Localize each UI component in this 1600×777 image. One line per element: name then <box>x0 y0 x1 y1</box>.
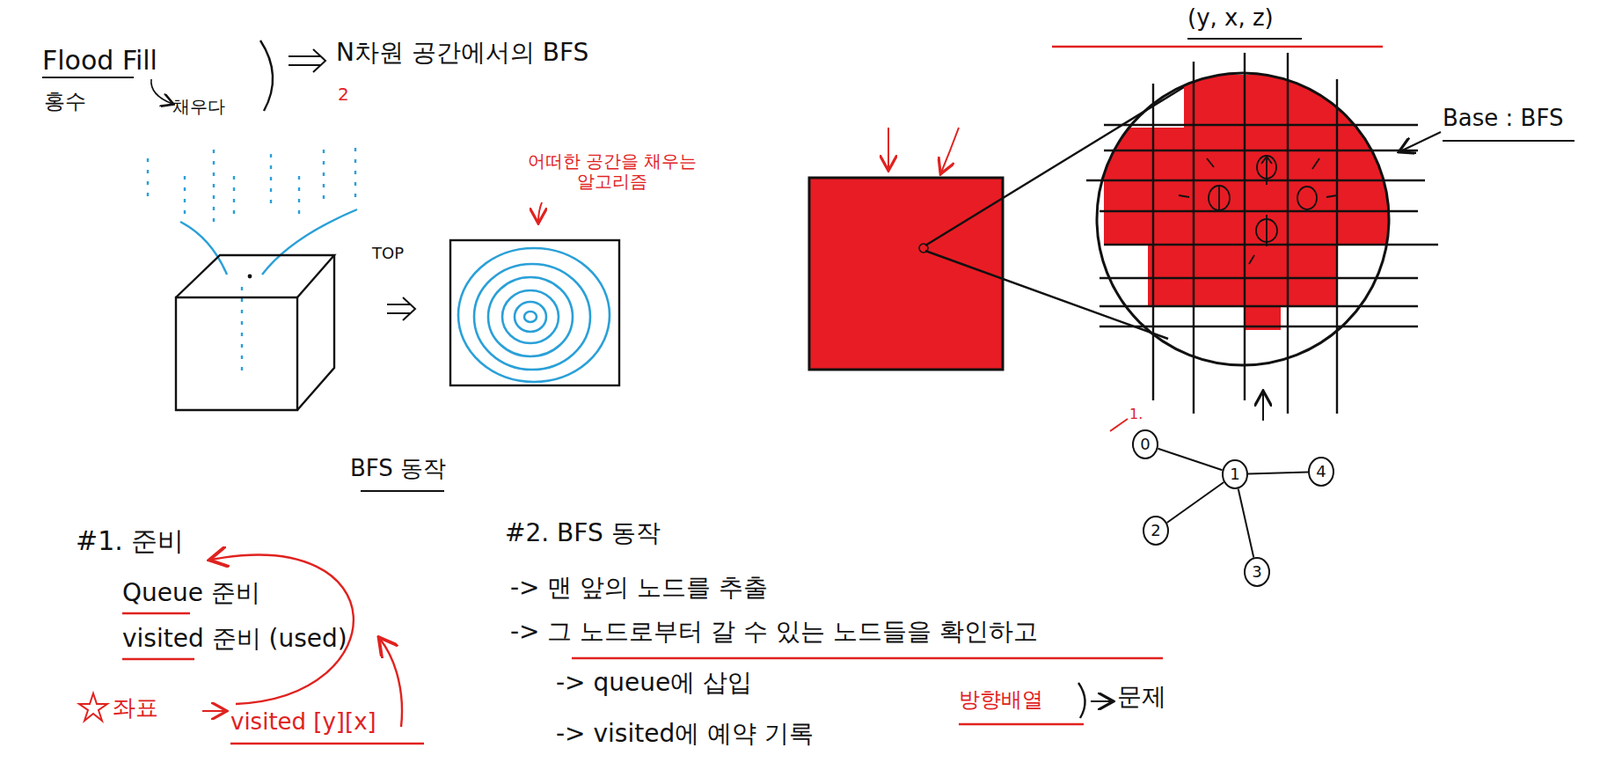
note-text: 1. <box>1129 406 1143 423</box>
note-text: 어떠한 공간을 채우는 알고리즘 <box>524 151 701 192</box>
up-arrow <box>1262 392 1264 421</box>
top-view <box>450 240 620 386</box>
underline <box>1187 37 1302 40</box>
note-text: BFS 동작 <box>350 455 446 483</box>
note-text: -> 맨 앞의 노드를 추출 <box>510 573 768 602</box>
ripples <box>458 248 610 382</box>
pointer-arrow <box>1400 131 1441 152</box>
red-underline <box>571 657 1163 659</box>
zoom-circle <box>1096 73 1389 366</box>
note-text: Queue 준비 <box>122 578 261 607</box>
graph-node: 3 <box>1243 556 1271 587</box>
red-loop <box>379 638 402 727</box>
node-number: 0 <box>1139 436 1150 453</box>
implies-arrow <box>288 49 326 73</box>
graph-edge <box>1157 448 1222 470</box>
note-text: 방향배열 <box>958 687 1044 713</box>
bracket <box>1078 682 1086 718</box>
graph-node: 0 <box>1132 429 1159 460</box>
note-text: 2 <box>337 84 350 105</box>
note-text: -> 그 노드로부터 갈 수 있는 노드들을 확인하고 <box>510 617 1038 646</box>
note-text: -> visited에 예약 기록 <box>555 719 814 748</box>
note-text: (y, x, z) <box>1187 5 1274 32</box>
node-number: 4 <box>1315 463 1326 480</box>
graph-node: 2 <box>1142 515 1169 546</box>
zoom-fill <box>1103 74 1395 330</box>
node-number: 2 <box>1150 522 1161 539</box>
arrow <box>1090 700 1112 702</box>
arrow <box>387 297 416 321</box>
note-text: Flood Fill <box>42 45 158 77</box>
red-underline <box>1052 45 1383 48</box>
red-arrow <box>538 202 542 222</box>
note-text: Base : BFS <box>1442 105 1564 132</box>
note-text: visited [y][x] <box>230 708 377 736</box>
red-tick <box>1110 418 1128 432</box>
note-text: TOP <box>372 244 404 264</box>
note-text: N차원 공간에서의 BFS <box>336 38 589 67</box>
node-number: 1 <box>1229 466 1240 483</box>
grid <box>1086 52 1439 414</box>
graph-edge <box>1238 488 1255 557</box>
note-text: 좌표 <box>112 694 159 722</box>
bracket <box>260 40 273 111</box>
note-text: -> queue에 삽입 <box>555 668 753 697</box>
star <box>79 693 108 721</box>
cube <box>175 255 335 410</box>
red-underline <box>122 613 424 744</box>
graph-node: 1 <box>1221 459 1249 490</box>
arrow <box>202 709 226 712</box>
neighbor-marks <box>1178 155 1337 264</box>
rain <box>147 147 356 374</box>
red-arrow <box>887 127 890 169</box>
red-arrow <box>941 127 959 173</box>
underline <box>360 489 445 492</box>
underline <box>1442 139 1575 142</box>
note-text: visited 준비 (used) <box>122 624 348 653</box>
note-text: 채우다 <box>172 96 226 117</box>
graph-node: 4 <box>1307 456 1335 487</box>
graph-edge <box>1167 482 1225 523</box>
underline <box>42 76 134 79</box>
water-flow <box>180 221 227 275</box>
pointer <box>151 79 173 104</box>
note-text: #1. 준비 <box>75 526 184 557</box>
graph-edge <box>1248 471 1308 474</box>
note-text: 홍수 <box>43 89 87 115</box>
note-text: #2. BFS 동작 <box>504 518 661 548</box>
node-number: 3 <box>1251 563 1262 580</box>
red-underline <box>958 723 1084 725</box>
filled-region <box>809 177 1003 370</box>
water-flow <box>262 209 358 275</box>
note-text: 문제 <box>1117 682 1167 711</box>
